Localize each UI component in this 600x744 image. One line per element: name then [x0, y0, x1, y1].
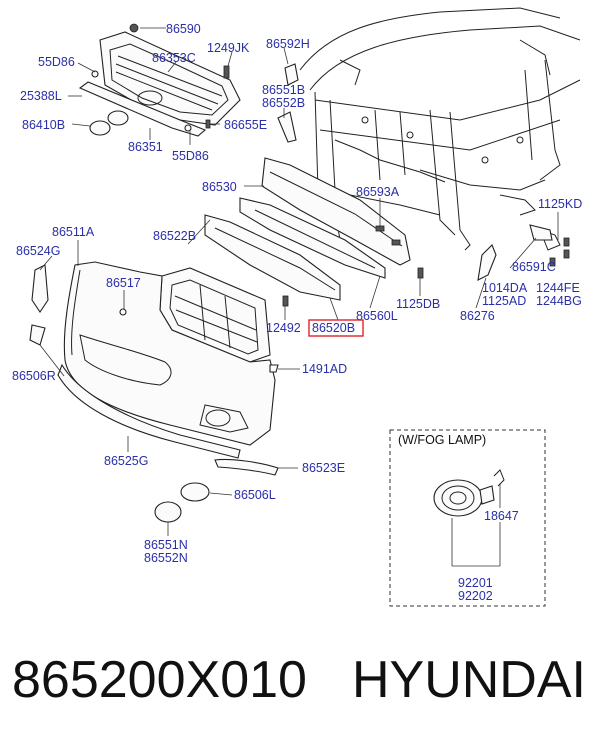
label-1125kd: 1125KD: [538, 197, 582, 211]
label-86522b: 86522B: [153, 229, 196, 243]
label-86560l: 86560L: [356, 309, 398, 323]
label-86552b: 86552B: [262, 96, 305, 110]
label-55d86-bottom: 55D86: [172, 149, 209, 163]
energy-absorber: [204, 214, 341, 301]
label-86506l: 86506L: [234, 488, 276, 502]
label-1125ad: 1125AD: [482, 294, 526, 308]
label-86523e: 86523E: [302, 461, 345, 475]
emblem: [89, 120, 111, 136]
label-86590: 86590: [166, 22, 201, 36]
label-86520b: 86520B: [312, 321, 355, 335]
label-86552n: 86552N: [144, 551, 188, 565]
label-86351: 86351: [128, 140, 163, 154]
label-86593a: 86593A: [356, 185, 400, 199]
fasteners: [91, 23, 570, 373]
label-1244fe: 1244FE: [536, 281, 580, 295]
label-86353c: 86353C: [152, 51, 196, 65]
label-92202: 92202: [458, 589, 493, 603]
leader-lines: [39, 27, 559, 536]
label-18647: 18647: [484, 509, 519, 523]
highlight-box: [308, 319, 364, 337]
label-86592h: 86592H: [266, 37, 310, 51]
label-25388l: 25388L: [20, 89, 62, 103]
lower-grille-insert: [239, 197, 386, 279]
fog-lamp-inset: (W/FOG LAMP): [389, 429, 546, 607]
grille-lower-trim: [78, 81, 207, 137]
label-86551b: 86551B: [262, 83, 305, 97]
label-1014da: 1014DA: [482, 281, 528, 295]
radiator-support-frame: [299, 7, 581, 251]
label-12492: 12492: [266, 321, 301, 335]
label-86524g: 86524G: [16, 244, 60, 258]
label-86591c: 86591C: [512, 260, 556, 274]
label-1491ad: 1491AD: [302, 362, 347, 376]
fog-lamp-cover: [154, 501, 182, 523]
label-1249jk: 1249JK: [207, 41, 250, 55]
label-86511a: 86511A: [52, 225, 95, 239]
tow-hook-cap-right: [29, 324, 46, 346]
label-86276: 86276: [460, 309, 495, 323]
part-number: 865200X010: [12, 651, 307, 709]
label-86525g: 86525G: [104, 454, 148, 468]
parts-diagram: (W/FOG LAMP) 86590 55D86 86353C 1249JK 8…: [12, 7, 582, 607]
label-1125db: 1125DB: [396, 297, 440, 311]
label-92201: 92201: [458, 576, 493, 590]
side-bracket: [31, 264, 49, 313]
label-86655e: 86655E: [224, 118, 267, 132]
part-labels: 86590 55D86 86353C 1249JK 86592H 25388L …: [12, 22, 582, 603]
label-86551n: 86551N: [144, 538, 188, 552]
label-86530: 86530: [202, 180, 237, 194]
label-86506r: 86506R: [12, 369, 56, 383]
label-1244bg: 1244BG: [536, 294, 582, 308]
bumper-lower-lip: [57, 363, 241, 459]
brand-name: HYUNDAI: [351, 651, 586, 709]
tow-hook-cap-left: [180, 482, 210, 502]
fog-moulding: [214, 458, 279, 476]
label-86410b: 86410B: [22, 118, 65, 132]
bumper-beam: [261, 157, 411, 266]
label-55d86-top: 55D86: [38, 55, 75, 69]
label-86517: 86517: [106, 276, 141, 290]
inset-title: (W/FOG LAMP): [398, 433, 486, 447]
